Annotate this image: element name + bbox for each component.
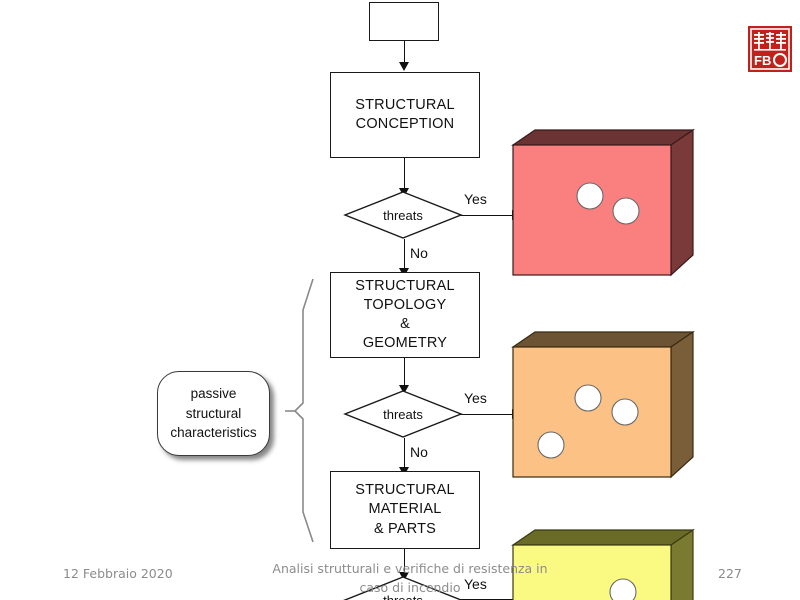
node-line: STRUCTURAL: [355, 482, 455, 499]
node-line: MATERIAL: [368, 501, 442, 518]
connector-material-to-threats3: [403, 549, 406, 577]
arrowhead-to-conception: [399, 62, 409, 71]
red-seal-logo: FB: [748, 26, 792, 72]
edge-label-no-2: No: [410, 444, 428, 460]
footer-title: Analisi strutturali e verifiche di resis…: [260, 560, 560, 598]
arrowhead-to-threats3: [399, 572, 409, 581]
node-structural-conception[interactable]: STRUCTURAL CONCEPTION: [330, 72, 480, 158]
seal-text: FB: [754, 53, 771, 68]
node-structural-topology-geometry[interactable]: STRUCTURAL TOPOLOGY & GEOMETRY: [330, 272, 480, 358]
node-line: STRUCTURAL: [355, 277, 455, 294]
connector-threats2-yes: [452, 413, 520, 416]
arrowhead-to-threats2: [399, 385, 409, 394]
decision-label: threats: [383, 592, 423, 600]
connector-threats1-yes: [452, 214, 520, 217]
node-line: & PARTS: [373, 520, 437, 537]
node-line: CONCEPTION: [355, 116, 455, 132]
edge-label-yes-3: Yes: [464, 576, 487, 592]
edge-label-yes-1: Yes: [464, 191, 487, 207]
node-line: GEOMETRY: [362, 335, 448, 352]
connector-topology-to-threats2: [403, 358, 406, 388]
connector-threats1-to-topology: [403, 239, 406, 271]
footer-title-line-1: Analisi strutturali e verifiche di resis…: [272, 561, 548, 576]
node-line: &: [400, 316, 410, 332]
footer-title-line-2: caso di incendio: [359, 579, 461, 595]
box3d-red[interactable]: [511, 128, 695, 282]
connector-top-to-conception: [403, 41, 406, 64]
node-line: TOPOLOGY: [363, 296, 447, 313]
edge-label-yes-2: Yes: [464, 390, 487, 406]
box3d-yellow[interactable]: [511, 528, 695, 600]
footer-page-number: 227: [718, 566, 742, 581]
node-decision-threats-3[interactable]: threats: [343, 576, 463, 600]
callout-line: structural: [185, 405, 242, 421]
box3d-orange[interactable]: [511, 330, 695, 484]
node-line: STRUCTURAL: [355, 96, 455, 113]
node-decision-threats-1[interactable]: threats: [343, 191, 463, 239]
node-top-empty[interactable]: [369, 2, 439, 41]
grouping-brace: [285, 278, 325, 543]
node-decision-threats-2[interactable]: threats: [343, 390, 463, 438]
node-structural-material-parts[interactable]: STRUCTURAL MATERIAL & PARTS: [330, 471, 480, 549]
connector-threats2-to-material: [403, 438, 406, 470]
footer-date: 12 Febbraio 2020: [63, 566, 173, 581]
edge-label-no-1: No: [410, 245, 428, 261]
decision-label: threats: [383, 406, 423, 422]
connector-conception-to-threats1: [403, 158, 406, 190]
callout-passive-structural-characteristics[interactable]: passive structural characteristics: [157, 371, 270, 456]
callout-line: characteristics: [170, 425, 257, 441]
decision-label: threats: [383, 207, 423, 223]
callout-line: passive: [190, 386, 237, 402]
